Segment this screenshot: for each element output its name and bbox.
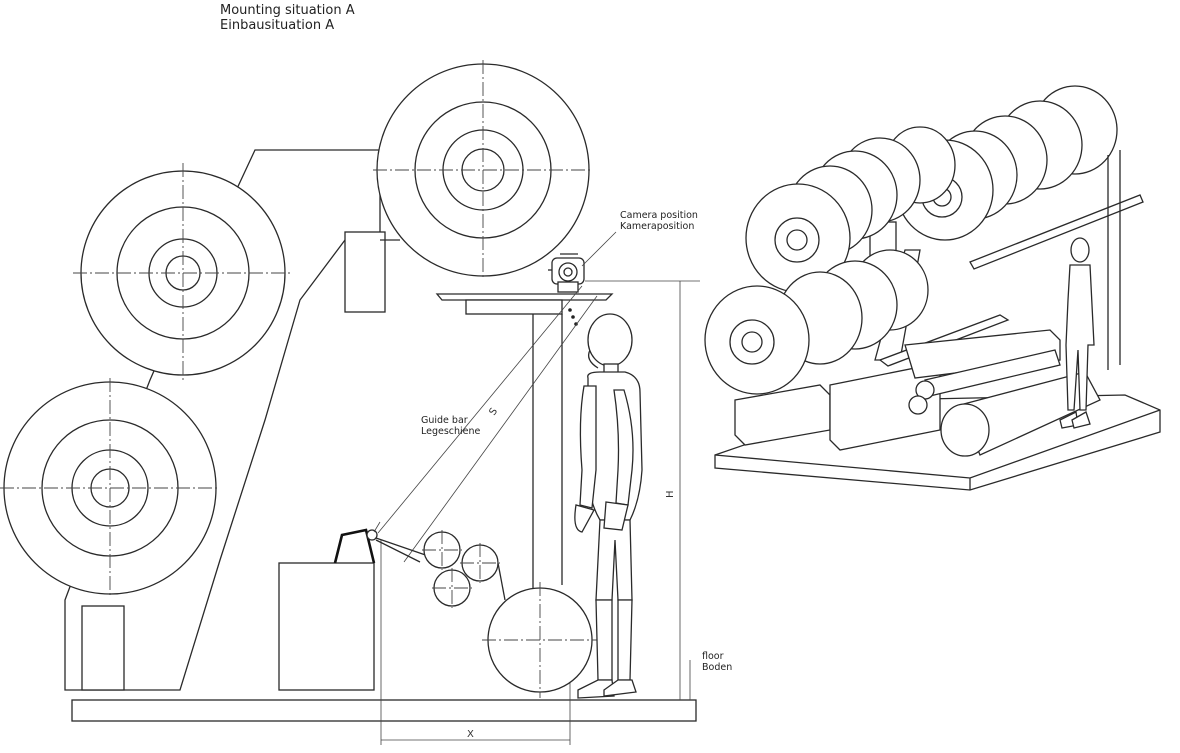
guide-bar-housing bbox=[278, 562, 375, 691]
roller-2 bbox=[460, 543, 500, 583]
person-figure bbox=[574, 313, 643, 699]
guide-label-de: Legeschiene bbox=[421, 426, 481, 437]
camera-label-en: Camera position bbox=[620, 210, 698, 221]
reel-top bbox=[373, 60, 593, 280]
guide-bar-profile bbox=[333, 528, 376, 564]
fabric-down bbox=[497, 562, 506, 601]
camera-icon bbox=[548, 253, 585, 293]
floor-label-en: floor bbox=[702, 651, 724, 662]
floor-plate bbox=[71, 699, 697, 722]
title-line-2: Einbausituation A bbox=[220, 18, 334, 33]
dimension-label-x: X bbox=[467, 729, 474, 740]
frame-foot-window bbox=[81, 605, 125, 691]
sight-dots bbox=[568, 308, 578, 326]
iso-roller-end-2 bbox=[908, 395, 928, 415]
guide-bar-roller bbox=[366, 529, 378, 541]
title-line-1: Mounting situation A bbox=[220, 3, 355, 18]
iso-winding-roll-end bbox=[940, 403, 990, 457]
iso-camera-rail bbox=[969, 194, 1144, 270]
guide-leader bbox=[373, 521, 381, 533]
iso-roller-tube bbox=[904, 329, 1061, 379]
iso-person-figure bbox=[1059, 237, 1095, 429]
beam-bracket bbox=[465, 299, 563, 315]
dimension-line-s bbox=[377, 285, 583, 534]
floor-label-de: Boden bbox=[702, 662, 732, 673]
winding-roll bbox=[482, 582, 598, 698]
reel-lower-left bbox=[0, 378, 220, 598]
iso-upper-left-reels bbox=[745, 126, 956, 293]
dimension-label-s: S bbox=[487, 406, 500, 418]
side-view: S H X bbox=[0, 60, 700, 745]
reel-upper-left bbox=[73, 163, 293, 383]
isometric-view bbox=[704, 85, 1161, 491]
iso-base-edge bbox=[714, 409, 1161, 490]
dimension-line-s-2 bbox=[403, 295, 598, 563]
frame-bracket bbox=[344, 231, 386, 313]
iso-lower-reels bbox=[704, 249, 929, 395]
dimension-label-h: H bbox=[665, 490, 676, 498]
camera-beam bbox=[435, 293, 614, 301]
camera-label-de: Kameraposition bbox=[620, 221, 694, 232]
guide-label-en: Guide bar bbox=[421, 415, 468, 426]
camera-leader bbox=[581, 231, 617, 267]
roller-3 bbox=[432, 568, 472, 608]
roller-1 bbox=[422, 530, 462, 570]
